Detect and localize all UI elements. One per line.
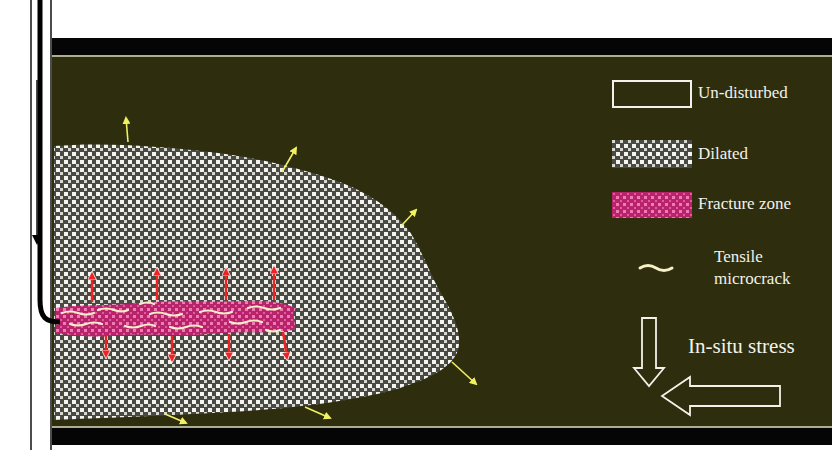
flow-arrow [36, 80, 38, 240]
fracture-zone [56, 301, 296, 337]
legend-label: Un-disturbed [698, 82, 828, 104]
legend-label: Dilated [698, 143, 828, 165]
base-layer [52, 428, 832, 445]
opening-arrows [92, 268, 287, 360]
dilated-zone [54, 144, 459, 420]
legend-label: Tensile microcrack [714, 246, 814, 290]
legend-sample [640, 266, 672, 271]
wellbore-wall [30, 0, 32, 450]
legend-label: Fracture zone [698, 193, 828, 215]
dilation-arrows [126, 118, 476, 423]
cap-layer [52, 38, 832, 55]
legend-sample [612, 192, 692, 218]
wellbore-wall [50, 0, 52, 450]
rock-ground [52, 55, 832, 428]
stress-arrow [662, 377, 780, 415]
legend-swatch [612, 80, 692, 108]
legend-sample [612, 140, 692, 168]
stress-arrow [634, 318, 664, 386]
tensile-microcracks [62, 303, 280, 332]
legend-label: In-situ stress [688, 333, 828, 360]
perforation-line [40, 0, 60, 322]
